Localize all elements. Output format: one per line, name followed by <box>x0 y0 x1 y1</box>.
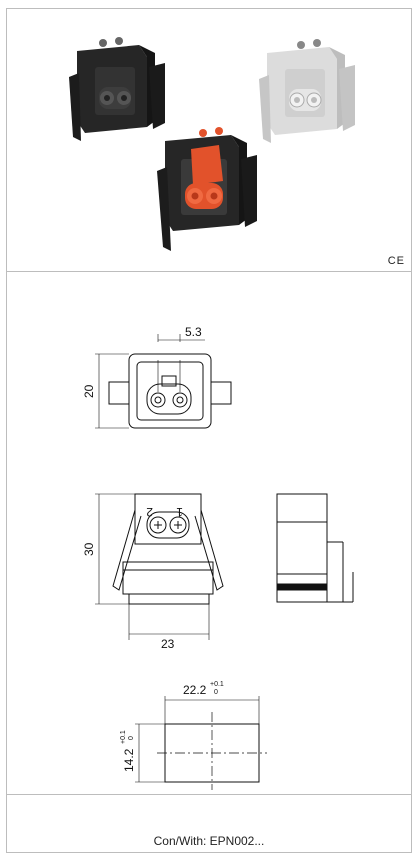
rear-view-drawing <box>95 493 224 640</box>
white-connector-image <box>259 39 355 143</box>
front-height-dimension: 20 <box>82 384 96 398</box>
datasheet-frame: CE 5.3 <box>6 8 412 853</box>
cutout-width-dimension: 22.2 <box>183 683 207 697</box>
dimension-drawings: 5.3 20 2 1 30 <box>82 325 354 790</box>
product-photos-illustration <box>69 37 355 251</box>
compatibility-note: Con/With: EPN002... <box>153 834 265 848</box>
front-view-drawing <box>95 334 232 429</box>
technical-drawing: 5.3 20 2 1 30 <box>7 272 411 795</box>
side-height-dimension: 30 <box>82 542 96 556</box>
product-photos: CE <box>7 9 411 272</box>
cutout-width-tolerance-upper: +0.1 <box>210 681 224 688</box>
footer: Con/With: EPN002... <box>7 795 411 852</box>
width-dimension: 23 <box>161 637 175 651</box>
panel-cutout-drawing <box>135 696 267 790</box>
ce-mark: CE <box>387 255 405 267</box>
cutout-width-tolerance-lower: 0 <box>214 689 218 696</box>
cutout-height-dimension: 14.2 <box>122 748 136 772</box>
red-connector-image <box>157 127 257 251</box>
pin-label-2: 2 <box>146 505 153 519</box>
black-connector-image <box>69 37 165 141</box>
cutout-height-tolerance-lower: 0 <box>128 736 135 740</box>
cutout-height-tolerance-upper: +0.1 <box>120 730 127 744</box>
pin-label-1: 1 <box>176 505 183 519</box>
pin-pitch-dimension: 5.3 <box>185 325 202 339</box>
side-view-drawing <box>276 493 354 603</box>
